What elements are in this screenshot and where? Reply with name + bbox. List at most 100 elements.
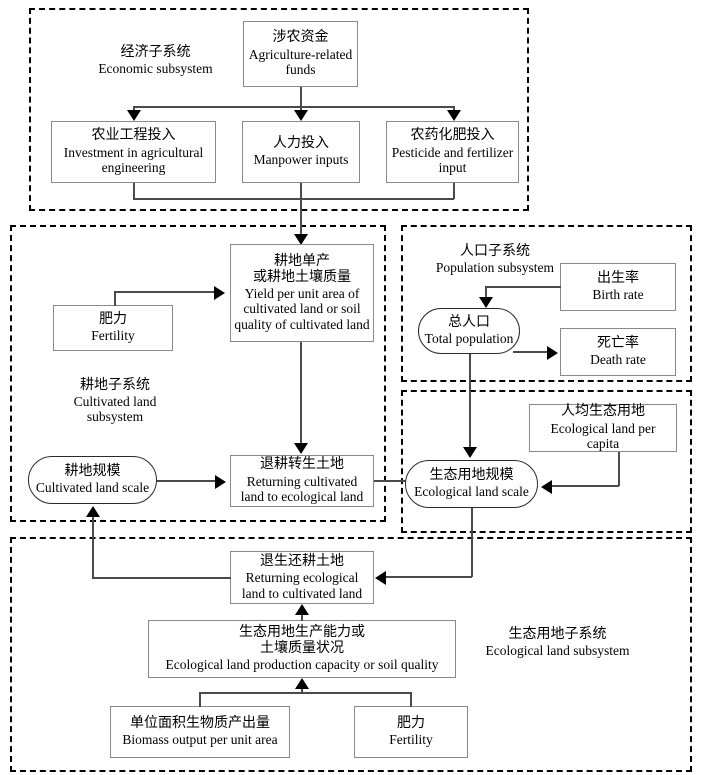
- connector-funds-down: [300, 87, 302, 107]
- connector-cultscale-to-returning: [157, 480, 217, 482]
- arrowhead-to-engineering: [127, 110, 141, 121]
- arrowhead-to-yield: [294, 234, 308, 245]
- arrowhead-percapita-to-ecoscale: [541, 480, 552, 494]
- node-investment-agricultural-engineering-cn: 农业工程投入: [91, 128, 176, 144]
- connector-merge-to-yield: [300, 183, 302, 243]
- node-biomass-output-per-unit-area-cn: 单位面积生物质产出量: [130, 716, 270, 732]
- node-total-population-cn: 总人口: [448, 315, 490, 331]
- node-returning-cultivated-to-ecological-en: Returning cultivated land to ecological …: [240, 473, 364, 505]
- node-returning-cultivated-to-ecological-cn: 退耕转生土地: [260, 457, 344, 473]
- subsystem-cultivated-land-label: 耕地子系统 Cultivated land subsystem: [45, 378, 185, 424]
- subsystem-ecological-land-label: 生态用地子系统 Ecological land subsystem: [470, 627, 645, 658]
- node-manpower-inputs[interactable]: 人力投入 Manpower inputs: [242, 121, 360, 183]
- node-ecological-land-per-capita-cn: 人均生态用地: [561, 404, 645, 420]
- node-fertility-ecological-en: Fertility: [389, 732, 433, 748]
- node-fertility-cultivated[interactable]: 肥力 Fertility: [53, 305, 173, 351]
- arrowhead-birth-to-pop: [479, 297, 493, 308]
- node-yield-per-unit-area[interactable]: 耕地单产 或耕地土壤质量 Yield per unit area of cult…: [230, 244, 374, 342]
- node-birth-rate-en: Birth rate: [592, 287, 644, 303]
- arrowhead-fertility-to-yield: [214, 286, 225, 300]
- arrowhead-pop-to-ecoscale: [463, 447, 477, 458]
- node-fertility-cultivated-cn: 肥力: [99, 312, 127, 328]
- connector-bottom-merge-bus: [199, 692, 411, 694]
- subsystem-cultivated-land: [10, 225, 386, 522]
- node-cultivated-land-scale[interactable]: 耕地规模 Cultivated land scale: [28, 456, 157, 504]
- connector-returningeco-up: [92, 517, 94, 578]
- connector-percapita-down: [618, 452, 620, 486]
- node-death-rate-en: Death rate: [590, 352, 646, 368]
- node-total-population-en: Total population: [424, 331, 514, 347]
- connector-yield-to-returning: [300, 342, 302, 445]
- arrowhead-yield-to-returning: [294, 443, 308, 454]
- arrowhead-returningeco-to-cultscale: [86, 506, 100, 517]
- connector-biomass-up: [199, 692, 201, 707]
- node-manpower-inputs-en: Manpower inputs: [253, 152, 349, 168]
- arrowhead-ecoscale-to-returningeco: [375, 571, 386, 585]
- node-birth-rate[interactable]: 出生率 Birth rate: [560, 263, 676, 311]
- node-returning-ecological-to-cultivated[interactable]: 退生还耕土地 Returning ecological land to cult…: [230, 551, 374, 604]
- node-cultivated-land-scale-en: Cultivated land scale: [35, 480, 150, 496]
- connector-pesticide-down: [453, 183, 455, 199]
- arrowhead-cultscale-to-returning: [215, 475, 226, 489]
- node-yield-per-unit-area-cn2: 或耕地土壤质量: [253, 269, 351, 285]
- connector-engineering-down: [133, 183, 135, 199]
- node-death-rate-cn: 死亡率: [597, 336, 639, 352]
- node-manpower-inputs-cn: 人力投入: [273, 136, 329, 152]
- node-pesticide-fertilizer-input-en: Pesticide and fertilizer input: [391, 144, 514, 176]
- connector-inputs-merge-bus: [133, 198, 454, 200]
- node-ecological-land-per-capita-en: Ecological land per capita: [550, 420, 656, 452]
- connector-ecoscale-down: [471, 508, 473, 577]
- node-ecological-land-scale[interactable]: 生态用地规模 Ecological land scale: [405, 460, 538, 508]
- node-ecological-land-production-capacity-cn2: 土壤质量状况: [260, 641, 344, 657]
- subsystem-economic-label-en: Economic subsystem: [98, 60, 213, 76]
- connector-fertility-up: [114, 291, 116, 306]
- arrowhead-merge-to-ecocapacity: [295, 678, 309, 689]
- node-pesticide-fertilizer-input[interactable]: 农药化肥投入 Pesticide and fertilizer input: [386, 121, 519, 183]
- connector-birth-to-pop-v: [485, 286, 487, 300]
- node-total-population[interactable]: 总人口 Total population: [418, 308, 520, 354]
- node-investment-agricultural-engineering[interactable]: 农业工程投入 Investment in agricultural engine…: [51, 121, 216, 183]
- connector-returning-to-ecoscale: [374, 480, 415, 482]
- arrowhead-ecocapacity-to-returningeco: [295, 604, 309, 615]
- subsystem-economic-label: 经济子系统 Economic subsystem: [78, 45, 233, 76]
- node-ecological-land-production-capacity[interactable]: 生态用地生产能力或 土壤质量状况 Ecological land product…: [148, 620, 456, 678]
- node-biomass-output-per-unit-area[interactable]: 单位面积生物质产出量 Biomass output per unit area: [110, 706, 290, 758]
- node-ecological-land-scale-en: Ecological land scale: [414, 484, 529, 500]
- subsystem-population-label-en: Population subsystem: [435, 259, 555, 275]
- subsystem-ecological-upper: [401, 390, 692, 533]
- subsystem-ecological-land: [10, 537, 692, 772]
- arrowhead-pop-to-death: [547, 346, 558, 360]
- arrowhead-to-pesticide: [447, 110, 461, 121]
- node-returning-cultivated-to-ecological[interactable]: 退耕转生土地 Returning cultivated land to ecol…: [230, 455, 374, 507]
- node-ecological-land-per-capita[interactable]: 人均生态用地 Ecological land per capita: [529, 404, 677, 452]
- subsystem-ecological-land-label-cn: 生态用地子系统: [508, 627, 607, 642]
- node-cultivated-land-scale-cn: 耕地规模: [64, 464, 121, 480]
- connector-pop-to-death: [513, 351, 549, 353]
- connector-fertilityeco-up: [410, 692, 412, 707]
- subsystem-economic: [29, 8, 529, 211]
- connector-pop-to-ecoscale: [469, 354, 471, 450]
- node-ecological-land-production-capacity-cn1: 生态用地生产能力或: [239, 625, 365, 641]
- node-fertility-cultivated-en: Fertility: [91, 328, 135, 344]
- node-agriculture-related-funds-en: Agriculture-related funds: [248, 46, 353, 78]
- node-biomass-output-per-unit-area-en: Biomass output per unit area: [122, 732, 278, 748]
- connector-birth-to-pop-h: [485, 286, 561, 288]
- node-ecological-land-production-capacity-en: Ecological land production capacity or s…: [165, 657, 439, 673]
- connector-funds-bus: [133, 106, 453, 108]
- node-fertility-ecological[interactable]: 肥力 Fertility: [354, 706, 468, 758]
- node-ecological-land-scale-cn: 生态用地规模: [429, 468, 514, 484]
- node-birth-rate-cn: 出生率: [597, 271, 639, 287]
- node-yield-per-unit-area-en: Yield per unit area of cultivated land o…: [234, 285, 370, 332]
- connector-merge-to-ecocapacity: [301, 687, 303, 693]
- connector-fertility-to-yield: [114, 291, 216, 293]
- node-death-rate[interactable]: 死亡率 Death rate: [560, 328, 676, 376]
- subsystem-population-label: 人口子系统 Population subsystem: [425, 244, 565, 275]
- subsystem-cultivated-land-label-cn: 耕地子系统: [80, 378, 150, 393]
- subsystem-economic-label-cn: 经济子系统: [120, 45, 191, 60]
- node-fertility-ecological-cn: 肥力: [397, 716, 425, 732]
- subsystem-population: [401, 225, 692, 382]
- connector-ecocapacity-to-returningeco: [301, 609, 303, 621]
- node-yield-per-unit-area-cn1: 耕地单产: [274, 253, 330, 269]
- node-agriculture-related-funds[interactable]: 涉农资金 Agriculture-related funds: [243, 21, 358, 87]
